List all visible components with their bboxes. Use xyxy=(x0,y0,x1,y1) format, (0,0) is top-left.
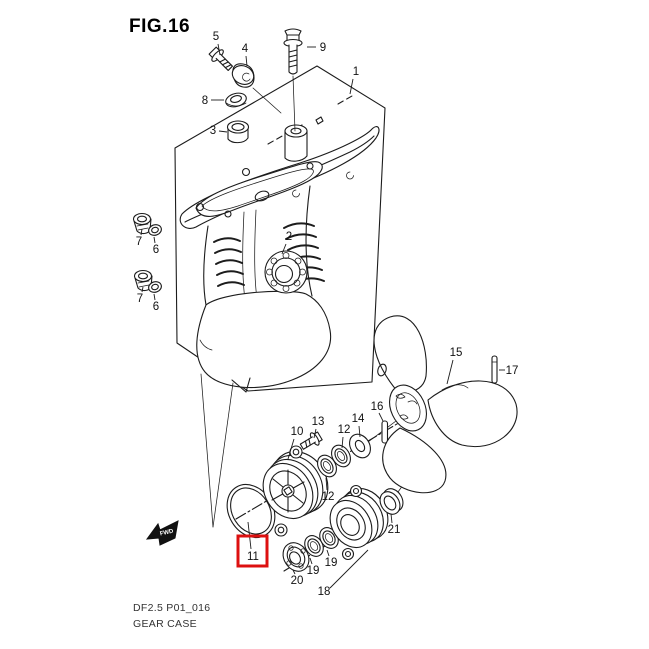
leader-line-16 xyxy=(378,412,384,422)
diagram-artwork xyxy=(132,28,518,572)
leader-line-13 xyxy=(313,428,317,439)
highlight-box[interactable] xyxy=(236,534,269,568)
part-label-8[interactable]: 8 xyxy=(202,95,208,107)
part-label-13[interactable]: 13 xyxy=(312,416,325,428)
part-label-19[interactable]: 19 xyxy=(307,565,320,577)
part-12-oil-seal xyxy=(331,444,351,468)
part-10-pump-case xyxy=(262,445,329,537)
leader-line-2 xyxy=(281,243,287,255)
leader-line-7 xyxy=(141,286,144,293)
part-17-pin xyxy=(491,355,498,384)
part-label-6[interactable]: 6 xyxy=(153,244,159,256)
part-2-ball-bearing xyxy=(264,250,308,294)
part-8-seal xyxy=(225,92,247,108)
fwd-label: FWD xyxy=(159,528,174,537)
part-19-seal xyxy=(319,527,339,549)
part-label-3[interactable]: 3 xyxy=(210,125,216,137)
leader-line-4 xyxy=(245,55,248,67)
leader-line-14 xyxy=(358,425,361,438)
part-label-17[interactable]: 17 xyxy=(506,365,519,377)
part-label-12[interactable]: 12 xyxy=(322,491,335,503)
leader-line-6 xyxy=(153,293,156,301)
part-label-7[interactable]: 7 xyxy=(137,293,143,305)
part-13-bolt xyxy=(299,431,323,450)
leader-line-12 xyxy=(341,436,344,449)
leader-line-12 xyxy=(325,477,328,491)
leader-line-19 xyxy=(326,549,330,557)
part-label-14[interactable]: 14 xyxy=(352,413,365,425)
part-14-washer xyxy=(349,433,371,459)
part-label-20[interactable]: 20 xyxy=(291,575,304,587)
part-label-15[interactable]: 15 xyxy=(450,347,463,359)
drawing-footer: DF2.5 P01_016 GEAR CASE xyxy=(133,600,210,632)
part-label-7[interactable]: 7 xyxy=(136,236,142,248)
part-20-ball-bearing xyxy=(282,542,310,572)
fwd-marker: FWD xyxy=(145,520,179,546)
part-16-pin xyxy=(381,420,389,444)
part-4-bushing xyxy=(231,63,255,88)
part-label-9[interactable]: 9 xyxy=(320,42,326,54)
part-21-cap xyxy=(379,488,404,515)
leader-line-20 xyxy=(292,569,296,575)
part-6-gasket xyxy=(148,281,162,293)
part-label-4[interactable]: 4 xyxy=(242,43,249,55)
part-label-6[interactable]: 6 xyxy=(153,301,159,313)
part-label-19[interactable]: 19 xyxy=(325,557,338,569)
leader-line-18 xyxy=(329,549,369,589)
part-label-2[interactable]: 2 xyxy=(286,231,292,243)
drawing-name: GEAR CASE xyxy=(133,618,197,630)
part-3-bushing xyxy=(226,120,250,144)
leader-line-10 xyxy=(287,438,295,460)
leader-line-19 xyxy=(309,557,313,565)
part-19-seal xyxy=(304,535,324,557)
part-label-1[interactable]: 1 xyxy=(353,66,359,78)
part-label-16[interactable]: 16 xyxy=(371,401,384,413)
part-label-18[interactable]: 18 xyxy=(318,586,331,598)
part-label-21[interactable]: 21 xyxy=(388,524,401,536)
part-label-11[interactable]: 11 xyxy=(247,551,259,563)
leader-line-5 xyxy=(217,43,221,56)
leader-line-7 xyxy=(140,228,143,236)
leader-line-3 xyxy=(218,130,228,133)
figure-title: FIG.16 xyxy=(129,16,191,37)
leader-line-15 xyxy=(446,359,454,385)
part-label-12[interactable]: 12 xyxy=(338,424,351,436)
part-6-gasket xyxy=(148,224,162,236)
explode-lines xyxy=(200,373,234,528)
leader-line-6 xyxy=(153,236,156,244)
drawing-code: DF2.5 P01_016 xyxy=(133,602,211,614)
part-label-5[interactable]: 5 xyxy=(213,31,219,43)
leader-line-1 xyxy=(349,78,354,95)
part-1-gear-case-housing xyxy=(179,116,380,393)
part-5-bolt xyxy=(208,46,233,71)
part-9-bolt xyxy=(283,28,303,75)
part-7-plug xyxy=(132,212,152,235)
leader-line-21 xyxy=(390,513,393,524)
part-15-propeller xyxy=(373,315,518,494)
part-label-10[interactable]: 10 xyxy=(291,426,304,438)
part-18-cap-housing xyxy=(329,484,389,561)
